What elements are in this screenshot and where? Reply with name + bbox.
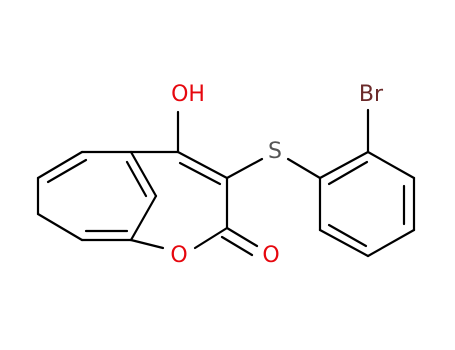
ring-oxygen-label: O — [170, 243, 187, 268]
bond-c2-o1 — [193, 226, 229, 250]
bond-benzo-6 — [36, 212, 84, 242]
bond-c3-s — [225, 157, 264, 180]
bond-ph-4 — [366, 228, 416, 258]
bond-ph-double-3 — [327, 223, 368, 248]
bromophenyl-ring — [318, 108, 416, 258]
bromine-label: Br — [359, 82, 384, 107]
bond-ph-5 — [318, 228, 370, 258]
bond-ph-2 — [366, 150, 416, 180]
bond-c2-carbonyl-a — [225, 226, 259, 248]
bond-c4-c3 — [176, 150, 229, 180]
bond-benzo-3 — [129, 150, 158, 198]
bond-o1-c8a — [129, 238, 165, 250]
bond-benzo-double-3 — [125, 160, 148, 198]
thioether-link — [225, 157, 322, 180]
sulfur-label: S — [268, 139, 282, 164]
pyranone-ring — [129, 110, 259, 257]
carbonyl-oxygen-label: O — [262, 243, 279, 268]
bond-s-aryl — [286, 157, 322, 180]
bond-c2-carbonyl-b — [220, 235, 254, 257]
benzo-ring — [36, 150, 158, 242]
bond-c4-c3-double — [178, 161, 222, 186]
bond-benzo-4 — [129, 194, 158, 242]
bond-ph-double-1 — [327, 160, 369, 186]
bond-ph-1 — [318, 150, 370, 180]
bond-benzo-double-1 — [46, 158, 88, 184]
bond-benzo-1 — [36, 150, 84, 180]
hydroxyl-label: OH — [171, 82, 205, 107]
